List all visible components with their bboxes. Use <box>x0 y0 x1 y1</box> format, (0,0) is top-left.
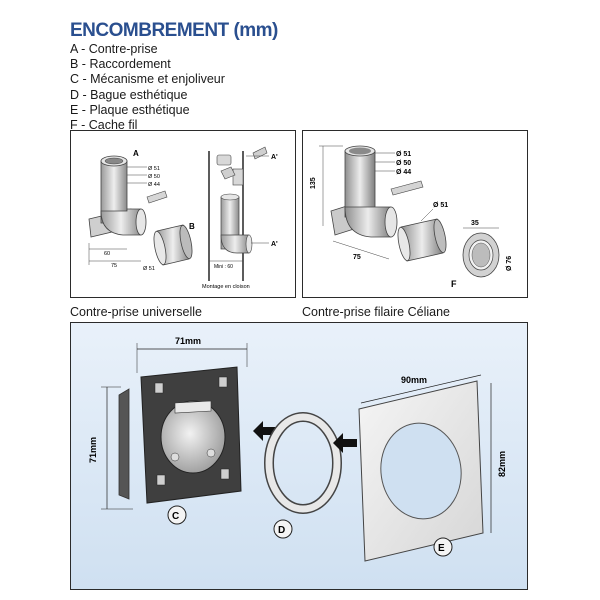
label-d44: Ø 44 <box>396 169 411 176</box>
label-a-prime-bottom: A' <box>271 241 278 248</box>
label-d51b: Ø 51 <box>143 266 155 272</box>
label-d51b: Ø 51 <box>433 202 448 209</box>
legend-item-c: C - Mécanisme et enjoliveur <box>70 72 225 87</box>
legend-item-b: B - Raccordement <box>70 57 171 72</box>
celiane-caption: Contre-prise filaire Céliane <box>302 305 450 319</box>
vertical-tube <box>344 150 376 218</box>
label-h71: 71mm <box>88 437 98 463</box>
assembly-panel: 71mm 71mm C D 90mm 82mm E <box>70 322 528 590</box>
legend-item-a: A - Contre-prise <box>70 42 158 56</box>
label-min60: Mini : 60 <box>214 264 233 270</box>
label-c: C <box>172 511 179 522</box>
arrow-left-1 <box>253 421 277 441</box>
celiane-panel: 135 Ø 51 Ø 50 Ø 44 75 Ø 51 <box>302 130 528 298</box>
elbow <box>100 208 142 236</box>
universal-panel: Ø 51 Ø 50 Ø 44 A B Ø 51 60 75 A' A' Mini… <box>70 130 296 298</box>
cache-fil-ring <box>462 232 500 278</box>
arrow-left-2 <box>333 433 357 453</box>
label-w60: 60 <box>104 251 110 257</box>
label-d76: Ø 76 <box>506 256 513 271</box>
label-d51: Ø 51 <box>396 151 411 158</box>
label-w71: 71mm <box>175 336 201 346</box>
ring-d <box>264 412 342 514</box>
label-d44: Ø 44 <box>148 182 160 188</box>
label-d50: Ø 50 <box>396 160 411 167</box>
universal-diagram: Ø 51 Ø 50 Ø 44 A B Ø 51 60 75 A' A' Mini… <box>88 146 278 290</box>
coupling-tube <box>397 218 447 262</box>
label-e: E <box>438 543 445 554</box>
label-b: B <box>189 222 195 231</box>
label-d51: Ø 51 <box>148 166 160 172</box>
page-title: ENCOMBREMENT (mm) <box>70 20 278 41</box>
label-f: F <box>451 279 457 289</box>
label-mount-note: Montage en cloison <box>202 284 250 290</box>
label-h82: 82mm <box>497 451 507 477</box>
clip <box>146 190 168 204</box>
assembly-diagram: 71mm 71mm C D 90mm 82mm E <box>88 336 507 562</box>
label-w35: 35 <box>471 220 479 227</box>
label-w90: 90mm <box>401 375 427 385</box>
label-w75: 75 <box>353 254 361 261</box>
mechanism-c <box>118 366 242 504</box>
label-h135: 135 <box>310 177 317 189</box>
label-a: A <box>133 149 139 158</box>
plate-e <box>358 380 484 562</box>
legend-item-e: E - Plaque esthétique <box>70 102 190 117</box>
coupling-b <box>153 224 193 266</box>
universal-caption: Contre-prise universelle <box>70 305 203 319</box>
label-d: D <box>278 525 285 536</box>
label-d50: Ø 50 <box>148 174 160 180</box>
legend-item-f: F - Cache fil <box>70 118 138 133</box>
celiane-diagram: 135 Ø 51 Ø 50 Ø 44 75 Ø 51 <box>310 145 513 289</box>
label-a-prime-top: A' <box>271 154 278 161</box>
legend-item-d: D - Bague esthétique <box>70 87 188 102</box>
legend-list: A - Contre-prise B - Raccordement C - Mé… <box>70 42 225 133</box>
label-w75: 75 <box>111 263 117 269</box>
